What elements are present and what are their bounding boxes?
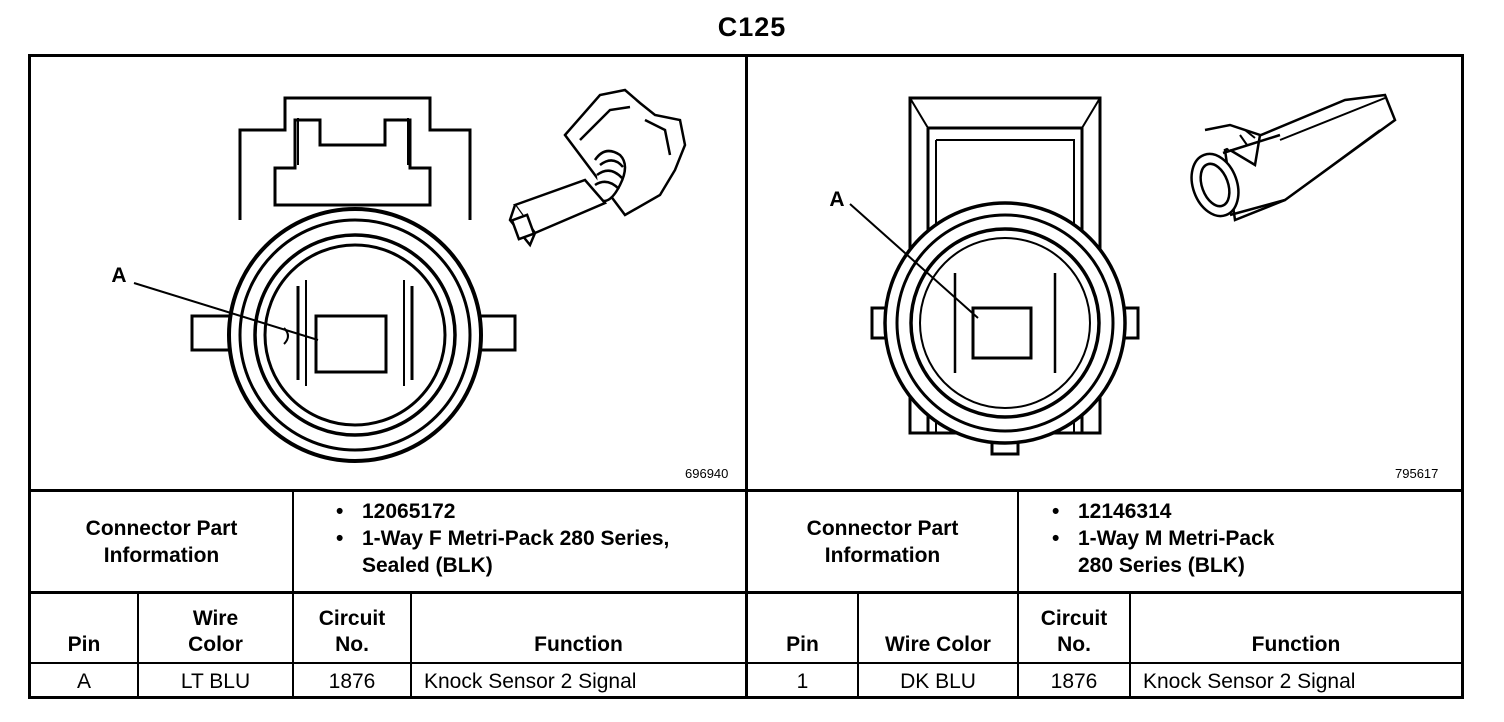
view-divider (745, 54, 748, 492)
left-pin-callout-label: A (111, 263, 127, 287)
bullet: • (336, 527, 344, 550)
bullet: • (336, 500, 344, 523)
right-header-pin: Pin (786, 633, 819, 656)
bullet: • (1052, 500, 1060, 523)
right-row-circuit: 1876 (1050, 669, 1098, 693)
left-row-circuit: 1876 (328, 669, 376, 693)
connector-title: C125 (717, 12, 787, 42)
right-header-function: Function (1251, 633, 1341, 656)
part-number: 12146314 (1078, 500, 1172, 523)
col-divider (1129, 591, 1131, 699)
right-row-pin: 1 (796, 669, 809, 693)
info-label-line: Connector Part (806, 516, 959, 540)
col-divider (292, 489, 294, 699)
part-number: 12065172 (362, 500, 456, 523)
header-line: Wire (192, 607, 239, 630)
part-description: 1-Way M Metri-Pack (1078, 527, 1275, 550)
header-line: No. (1057, 633, 1091, 656)
right-connector-part-list: • 12146314 • 1-Way M Metri-Pack 280 Series … (1052, 498, 1452, 579)
left-connector-face-drawing (190, 96, 517, 463)
left-header-pin: Pin (67, 633, 101, 656)
left-header-function: Function (534, 633, 623, 656)
part-description: Sealed (BLK) (362, 554, 493, 577)
header-line: Color (188, 633, 243, 656)
right-connector-face-drawing (870, 96, 1140, 456)
right-figure-number: 795617 (1395, 466, 1439, 481)
left-row-pin: A (76, 669, 91, 693)
left-connector-part-list: • 12065172 • 1-Way F Metri-Pack 280 Series… (336, 498, 736, 579)
part-description: 280 Series (BLK) (1078, 554, 1245, 577)
left-figure-number: 696940 (685, 466, 729, 481)
right-header-wire-color: Wire Color (885, 633, 991, 656)
left-row-wire-color: LT BLU (180, 669, 251, 693)
col-divider (1017, 489, 1019, 699)
left-connector-isometric-drawing (508, 88, 687, 248)
left-row-function: Knock Sensor 2 Signal (424, 669, 637, 693)
right-pin-callout-label: A (829, 187, 845, 211)
header-line: No. (335, 633, 369, 656)
right-row-wire-color: DK BLU (900, 669, 976, 693)
header-line: Circuit (1040, 607, 1108, 630)
col-divider (410, 591, 412, 699)
info-label-line: Information (824, 543, 941, 567)
col-divider (745, 489, 748, 699)
part-description: 1-Way F Metri-Pack 280 Series, (362, 527, 670, 550)
bullet: • (1052, 527, 1060, 550)
header-line: Circuit (318, 607, 386, 630)
col-divider (137, 591, 139, 699)
info-label-line: Information (103, 543, 220, 567)
right-connector-isometric-drawing (1190, 93, 1397, 222)
col-divider (857, 591, 859, 699)
info-label-line: Connector Part (85, 516, 238, 540)
right-row-function: Knock Sensor 2 Signal (1143, 669, 1356, 693)
